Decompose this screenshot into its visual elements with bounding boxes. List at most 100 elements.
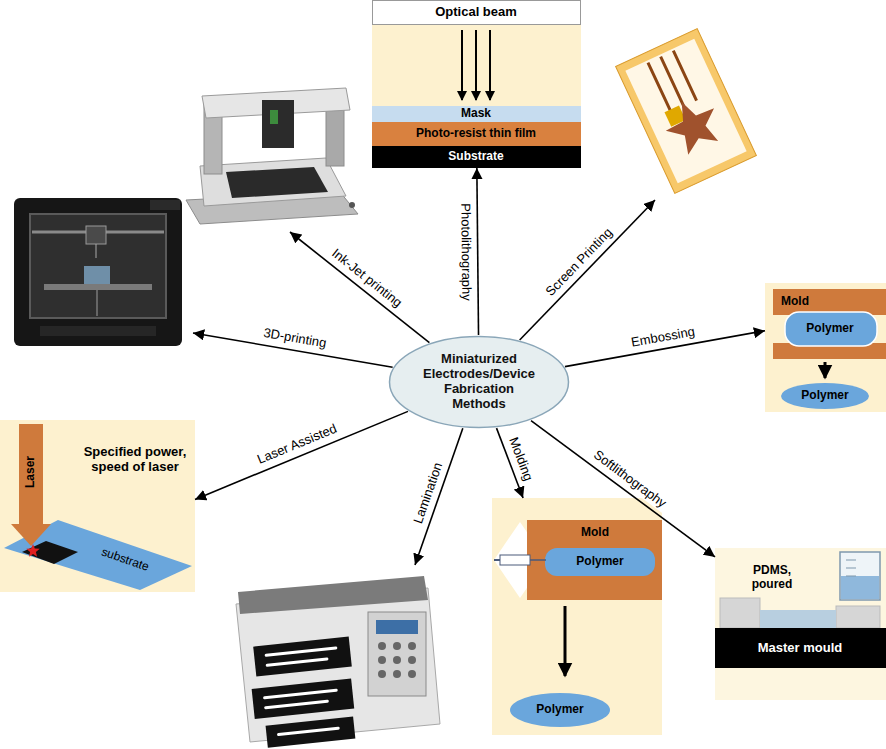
printer-3d-part (96, 244, 97, 258)
printer-3d-part (40, 326, 156, 336)
inkjet-printer (186, 88, 358, 224)
printer-3d-part (44, 284, 152, 290)
softlithography-panel: PDMS, pouredMaster mould (715, 548, 886, 700)
laminator-part (408, 642, 416, 650)
inkjet-printer-part (270, 110, 278, 124)
method-arrow (290, 232, 429, 343)
printer-3d-part (150, 200, 180, 210)
screen-printed-electrode-part (625, 39, 746, 184)
layer-label: Mask (461, 107, 491, 121)
part-label: Master mould (758, 641, 843, 656)
method-label: Screen Printing (541, 223, 617, 301)
layer-label: Photo-resist thin film (416, 127, 536, 141)
photolithography-illustration-part (372, 106, 581, 122)
laminator-part-part (266, 717, 356, 748)
photolithography-illustration-part (475, 30, 477, 100)
inkjet-printer-part (226, 167, 328, 198)
softlithography-illustration-part (760, 610, 836, 628)
ellipse-outline (388, 335, 570, 429)
laminator-part (238, 576, 428, 614)
method-arrow (531, 421, 715, 557)
screen-printed-electrode (616, 29, 757, 194)
embossing-illustration-part (785, 312, 877, 346)
method-label: Molding (505, 433, 537, 485)
softlithography-illustration-part (715, 628, 886, 668)
laser-illustration-part (11, 524, 51, 546)
topic-text: Miniaturized Electrodes/Device Fabricati… (418, 352, 540, 412)
embossing-illustration-part (781, 383, 869, 409)
method-arrow (415, 428, 463, 565)
photolithography-illustration-part (372, 0, 581, 168)
ellipse-shape (390, 337, 569, 428)
molding-illustration-part (530, 559, 546, 561)
laminator-part (408, 670, 416, 678)
method-arrow (497, 428, 524, 498)
embossing-illustration-part (765, 283, 886, 412)
molding-illustration-part (545, 548, 655, 576)
method-label: 3D-printing (260, 325, 329, 352)
method-label: Lamination (409, 458, 446, 527)
laminator-part-part (279, 728, 339, 734)
laminator (236, 576, 440, 749)
printer-3d-part (86, 226, 106, 244)
laminator-part (247, 637, 359, 749)
photolithography-panel: Optical beamMaskPhoto-resist thin filmSu… (372, 0, 581, 168)
part-label: Polymer (806, 322, 853, 336)
laser-illustration-part (4, 520, 192, 590)
molding-illustration (492, 498, 662, 735)
photolithography-illustration-part (373, 1, 581, 25)
laminator-part-part (266, 648, 337, 665)
layer-label: Substrate (448, 150, 503, 164)
part-label: Polymer (576, 555, 623, 569)
printer-3d-part (14, 198, 182, 346)
photolithography-illustration-part (372, 122, 581, 146)
method-arrow (565, 331, 765, 367)
laminator-part (408, 656, 416, 664)
laser-illustration-part (26, 544, 39, 557)
note-text: Specified power, speed of laser (83, 445, 188, 475)
softlithography-illustration (715, 548, 886, 700)
laminator-part-part (253, 637, 352, 677)
laminator-part (393, 642, 401, 650)
part-label: Mold (581, 526, 609, 540)
part-label: Polymer (536, 703, 583, 717)
softlithography-illustration-part (720, 598, 760, 628)
printer-3d-part (84, 266, 110, 284)
inkjet-printer-part (349, 202, 355, 208)
laminator-part (393, 670, 401, 678)
laminator-part (376, 620, 418, 634)
molding-illustration-part (510, 693, 610, 727)
laser-illustration-part (19, 424, 43, 524)
photolithography-illustration (372, 0, 581, 168)
laminator-part-part (265, 690, 338, 707)
softlithography-illustration-part (841, 576, 879, 599)
part-label: Polymer (801, 389, 848, 403)
molding-illustration-part (494, 559, 500, 561)
part-label: Laser (24, 456, 38, 488)
method-label: Embossing (628, 323, 698, 350)
layer-label: Optical beam (435, 5, 517, 20)
method-arrow (520, 200, 655, 340)
method-label: Laser Assisted (253, 420, 341, 468)
photolithography-illustration-part (461, 30, 463, 100)
laminator-part (378, 642, 386, 650)
laminator-part (378, 670, 386, 678)
photolithography-illustration-part (372, 146, 581, 168)
molding-illustration-part (564, 606, 567, 676)
embossing-illustration-part (824, 362, 827, 378)
molding-illustration-part (527, 520, 662, 600)
embossing-illustration-part (773, 289, 886, 315)
part-label: PDMS, poured (742, 564, 802, 592)
inkjet-printer-part (262, 100, 294, 148)
laser-illustration-part (0, 420, 195, 592)
molding-panel: MoldPolymerPolymer (492, 498, 662, 735)
printer-3d-part (96, 290, 98, 316)
laminator-part-part (252, 679, 355, 719)
method-label: Softlithography (589, 446, 671, 513)
softlithography-illustration-part (836, 606, 880, 628)
softlithography-illustration-part (846, 560, 856, 576)
screen-printed-electrode-part (616, 29, 757, 194)
